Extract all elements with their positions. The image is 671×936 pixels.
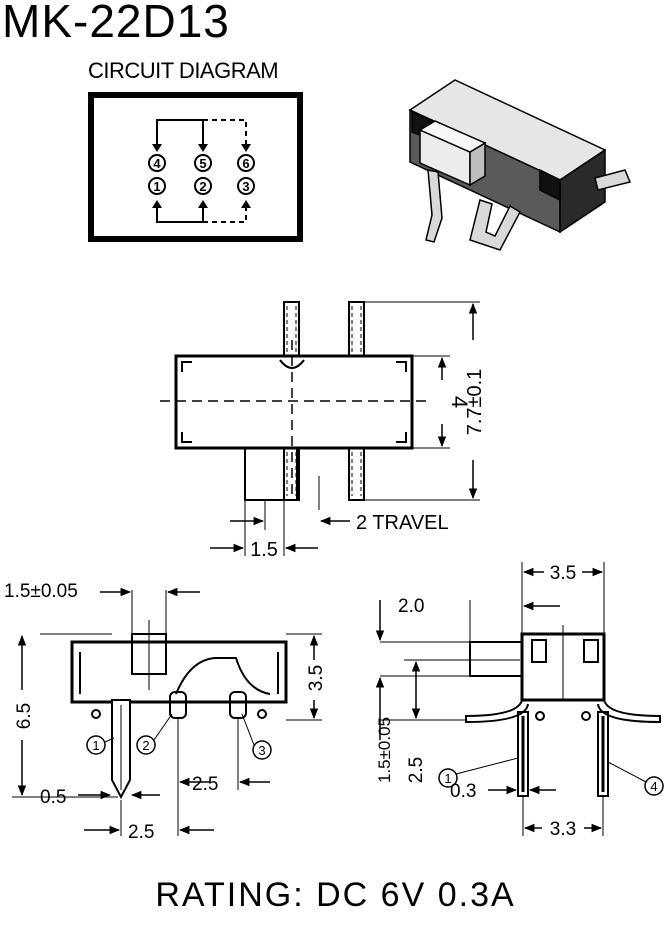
callout-end-4: 4	[650, 779, 657, 794]
dim-length-label: 7.7±0.1	[464, 369, 486, 436]
circuit-diagram-label: CIRCUIT DIAGRAM	[88, 58, 279, 83]
dim-end-pin-height-label: 2.5	[406, 757, 427, 783]
top-view-drawing	[160, 301, 480, 556]
dim-pin-thickness-label: 0.5	[40, 787, 66, 808]
dim-side-pitch-label: 2.5	[192, 774, 218, 795]
travel-label: 2 TRAVEL	[356, 512, 449, 534]
dim-width-label: 4	[447, 396, 472, 408]
switch-3d-illustration	[408, 79, 632, 251]
end-view-drawing	[375, 562, 664, 836]
pin-label-6: 6	[242, 156, 249, 171]
dim-end-width-label: 3.5	[550, 563, 576, 584]
callout-2: 2	[142, 738, 149, 753]
callout-end-1: 1	[444, 771, 451, 786]
dim-end-pin-thickness-label: 0.3	[450, 781, 476, 802]
side-view-drawing	[12, 587, 322, 836]
dim-end-span-label: 3.3	[550, 819, 576, 840]
dim-height-label: 6.5	[14, 703, 35, 729]
pin-label-2: 2	[199, 179, 206, 194]
dim-pin-width-label: 1.5±0.05	[4, 581, 78, 602]
pin-label-4: 4	[153, 156, 161, 171]
dim-body-label: 3.5	[306, 665, 327, 691]
pin-label-1: 1	[153, 179, 160, 194]
dim-end-pin-length-label: 1.5±0.05	[375, 717, 394, 783]
callout-3: 3	[258, 743, 265, 758]
dim-end-offset-label: 2.0	[398, 596, 424, 617]
dim-pitch-label: 1.5	[250, 539, 278, 561]
callout-1: 1	[92, 738, 99, 753]
pin-label-3: 3	[242, 179, 249, 194]
dim-side-pitch2-label: 2.5	[128, 822, 154, 843]
circuit-diagram	[88, 92, 303, 242]
rating-text: RATING: DC 6V 0.3A	[155, 876, 516, 914]
pin-label-5: 5	[199, 156, 206, 171]
part-number-title: MK-22D13	[2, 0, 230, 47]
